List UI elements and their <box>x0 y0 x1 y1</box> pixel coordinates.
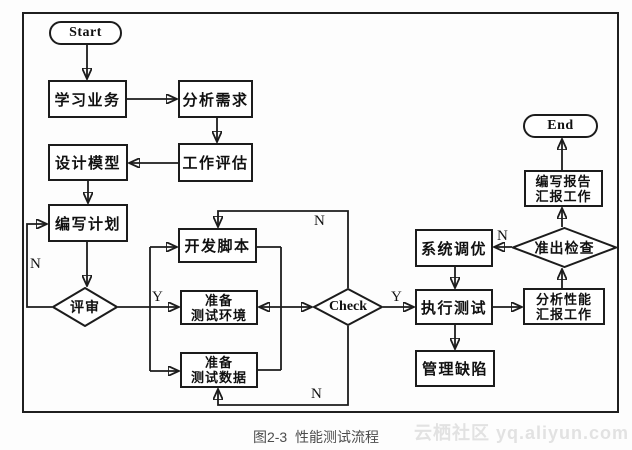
check-decision-node: Check <box>313 288 383 326</box>
write-plan-node: 编写计划 <box>48 204 128 242</box>
figure-caption: 图2-3 性能测试流程 <box>252 429 379 445</box>
prepare-test-env-node: 准备 测试环境 <box>180 290 258 325</box>
check-label: Check <box>328 299 368 314</box>
analyze-performance-label: 分析性能 汇报工作 <box>535 291 592 322</box>
design-model-node: 设计模型 <box>48 144 128 181</box>
edge-review-no-loop <box>26 224 52 308</box>
start-node: Start <box>49 21 122 45</box>
execute-test-label: 执行测试 <box>420 300 487 317</box>
check-no-top-label: N <box>314 213 325 229</box>
check-diamond-shape <box>313 288 383 326</box>
review-label: 评审 <box>70 301 100 316</box>
write-report-node: 编写报告 汇报工作 <box>524 170 603 207</box>
exit-check-no-label: N <box>497 228 508 244</box>
write-report-label: 编写报告 汇报工作 <box>535 173 592 204</box>
prepare-test-data-node: 准备 测试数据 <box>180 352 258 388</box>
develop-script-label: 开发脚本 <box>184 239 251 255</box>
review-no-label: N <box>30 256 41 272</box>
work-estimate-label: 工作评估 <box>182 156 249 172</box>
design-model-label: 设计模型 <box>54 156 121 172</box>
review-decision-node: 评审 <box>52 287 118 327</box>
analyze-performance-node: 分析性能 汇报工作 <box>523 288 605 325</box>
check-yes-label: Y <box>391 289 402 305</box>
analyze-requirements-node: 分析需求 <box>178 80 253 118</box>
analyze-requirements-label: 分析需求 <box>182 92 249 109</box>
review-diamond-shape <box>52 287 118 327</box>
edge-check-no-to-develop-script <box>218 210 349 288</box>
learn-business-node: 学习业务 <box>48 80 127 118</box>
end-node: End <box>523 114 598 138</box>
system-tuning-node: 系统调优 <box>415 229 493 267</box>
learn-business-label: 学习业务 <box>54 92 121 109</box>
review-yes-label: Y <box>152 289 163 305</box>
system-tuning-label: 系统调优 <box>420 241 487 258</box>
manage-defects-label: 管理缺陷 <box>421 362 488 378</box>
develop-script-node: 开发脚本 <box>178 228 257 263</box>
work-estimate-node: 工作评估 <box>178 143 253 182</box>
check-no-bottom-label: N <box>311 386 322 402</box>
prepare-test-data-label: 准备 测试数据 <box>190 355 247 385</box>
write-plan-label: 编写计划 <box>54 216 121 233</box>
diagram-border <box>22 12 619 413</box>
end-label: End <box>547 118 574 133</box>
exit-check-label: 准出检查 <box>534 241 595 257</box>
manage-defects-node: 管理缺陷 <box>415 350 495 387</box>
execute-test-node: 执行测试 <box>415 289 493 325</box>
edge-check-no-to-prepare-data <box>218 326 349 406</box>
exit-check-diamond-shape <box>512 227 617 268</box>
exit-check-decision-node: 准出检查 <box>512 227 617 268</box>
start-label: Start <box>69 25 102 40</box>
prepare-test-env-label: 准备 测试环境 <box>190 292 247 323</box>
watermark-text: 云栖社区 yq.aliyun.com <box>413 423 629 443</box>
